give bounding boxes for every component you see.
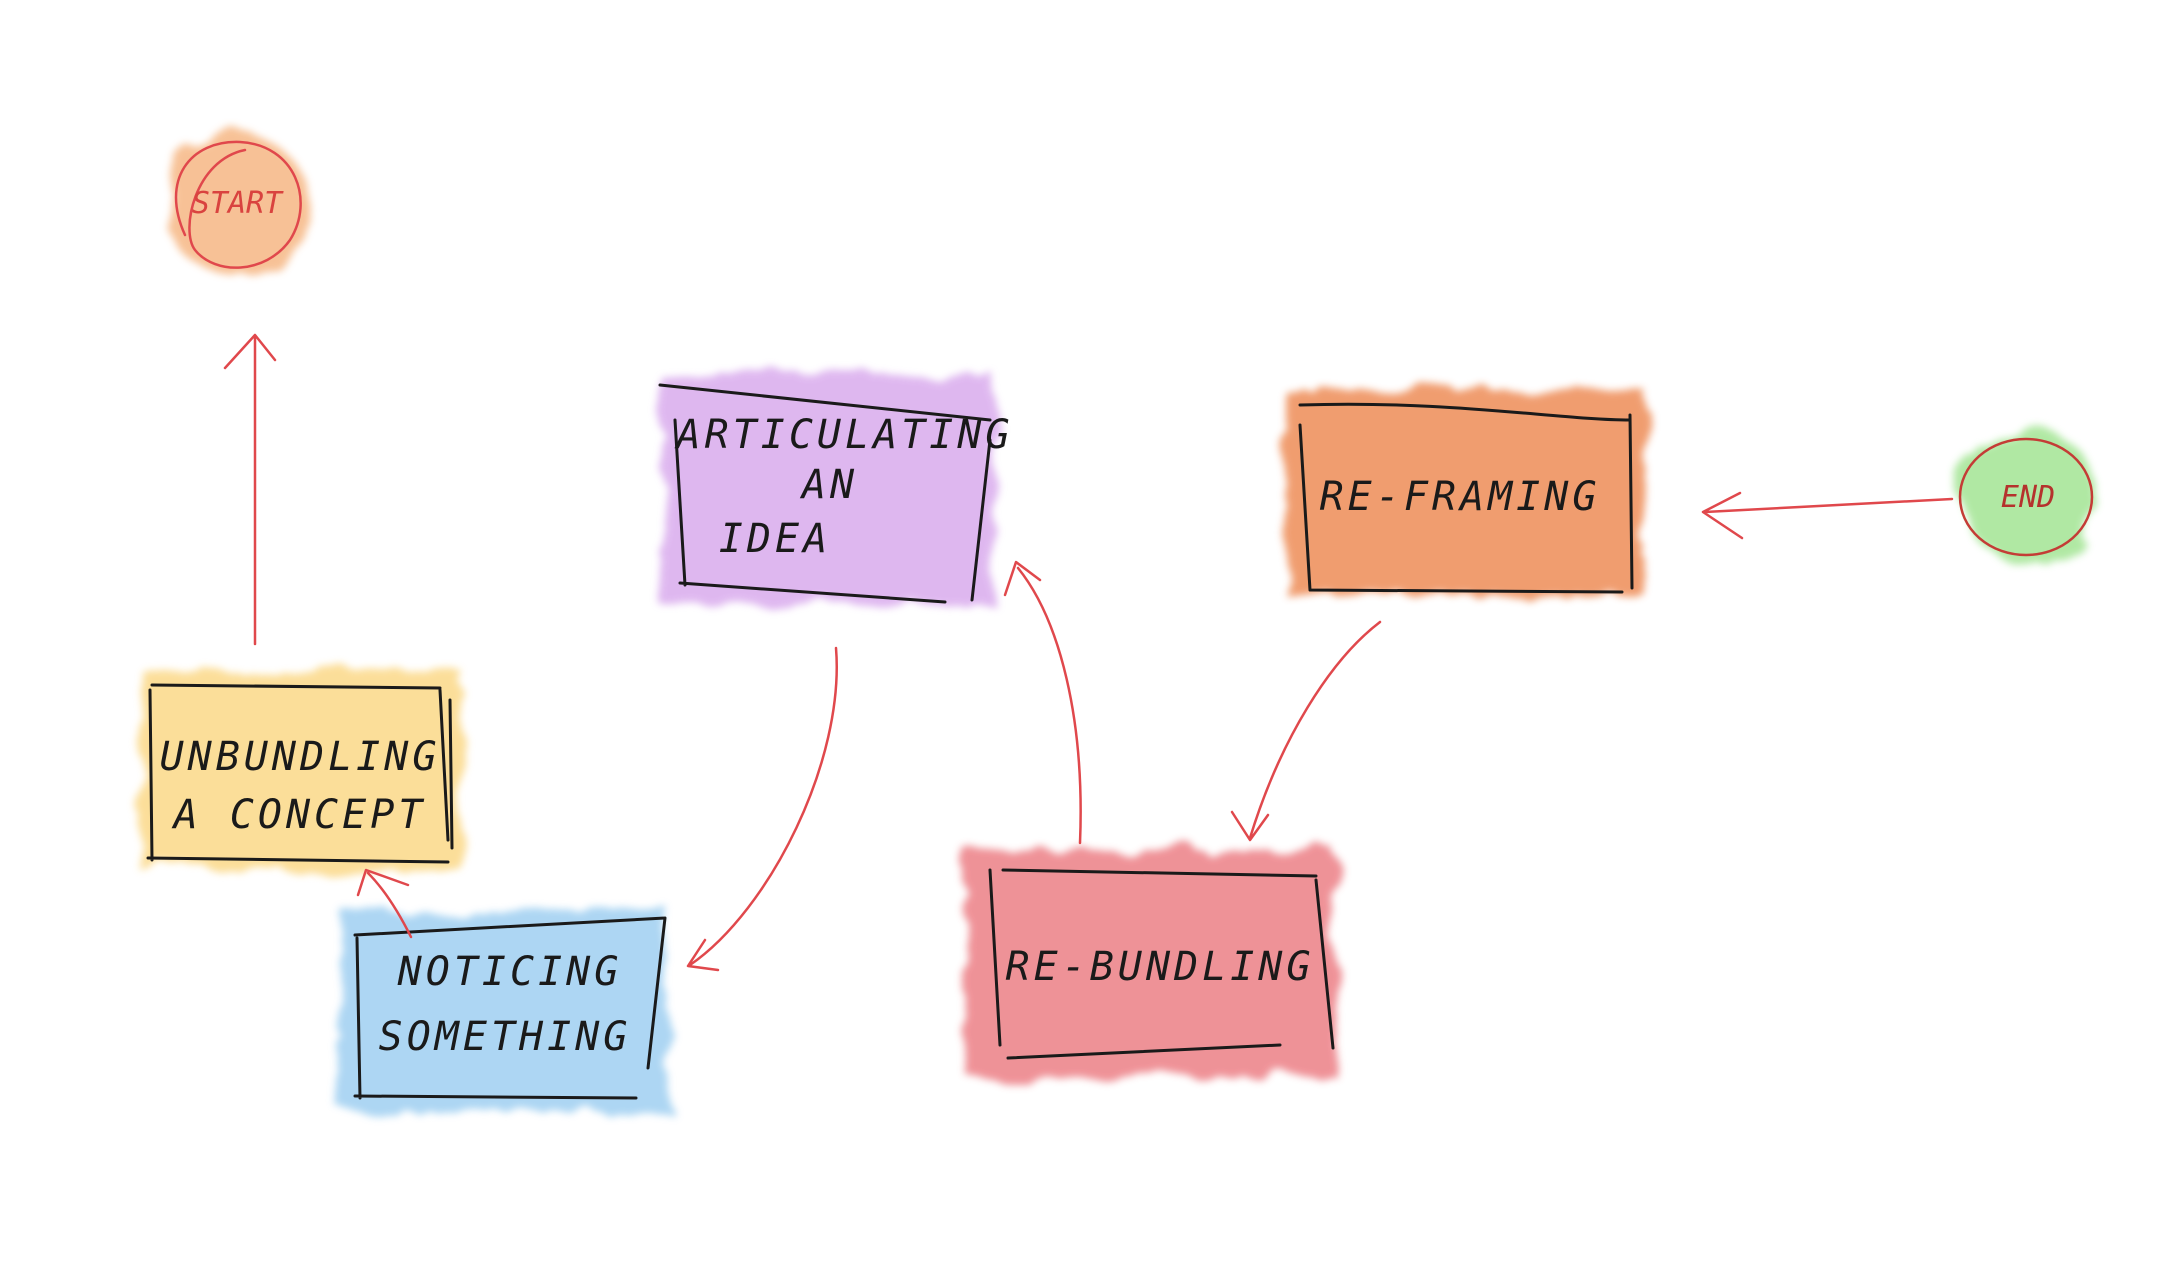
- edges: [223, 333, 1954, 972]
- articulating-box: [658, 383, 992, 604]
- articulating-label-line1: ARTICULATING: [674, 412, 1014, 458]
- end-label: END: [2001, 480, 2055, 515]
- unbundling-label-line2: A CONCEPT: [171, 792, 427, 838]
- rebundling-box: [988, 868, 1335, 1060]
- articulating-node: ARTICULATING AN IDEA: [658, 375, 1014, 605]
- unbundling-wash: [140, 670, 460, 870]
- start-circle-outline: [174, 140, 302, 269]
- noticing-wash: [340, 910, 670, 1110]
- arrow-reframing-to-rebundling: [1230, 620, 1382, 842]
- arrow-articulating-to-noticing: [686, 646, 838, 972]
- rebundling-wash: [965, 850, 1335, 1075]
- rebundling-node: RE-BUNDLING: [965, 850, 1335, 1075]
- end-circle-outline: [1958, 437, 2094, 557]
- reframing-node: RE-FRAMING: [1285, 390, 1645, 595]
- start-wash: [165, 134, 309, 278]
- arrow-unbundling-to-start: [223, 333, 277, 646]
- articulating-label-line3: IDEA: [719, 516, 831, 562]
- arrow-noticing-to-unbundling: [356, 868, 413, 939]
- noticing-box: [353, 916, 667, 1100]
- start-label: START: [192, 186, 284, 221]
- unbundling-label-line1: UNBUNDLING: [160, 734, 441, 780]
- unbundling-node: UNBUNDLING A CONCEPT: [140, 670, 460, 870]
- end-wash: [1960, 427, 2096, 563]
- arrow-end-to-reframing: [1701, 491, 1954, 540]
- reframing-label: RE-FRAMING: [1320, 474, 1601, 520]
- arrow-rebundling-to-articulating: [1003, 560, 1082, 845]
- start-node: START: [165, 134, 309, 278]
- noticing-node: NOTICING SOMETHING: [340, 910, 670, 1110]
- rebundling-label: RE-BUNDLING: [1006, 944, 1315, 990]
- end-node: END: [1958, 427, 2096, 563]
- unbundling-box: [146, 683, 454, 864]
- articulating-label-line2: AN: [799, 462, 858, 508]
- reframing-box: [1298, 402, 1634, 594]
- noticing-label-line1: NOTICING: [397, 949, 623, 995]
- noticing-label-line2: SOMETHING: [379, 1014, 632, 1060]
- reframing-wash: [1285, 390, 1645, 595]
